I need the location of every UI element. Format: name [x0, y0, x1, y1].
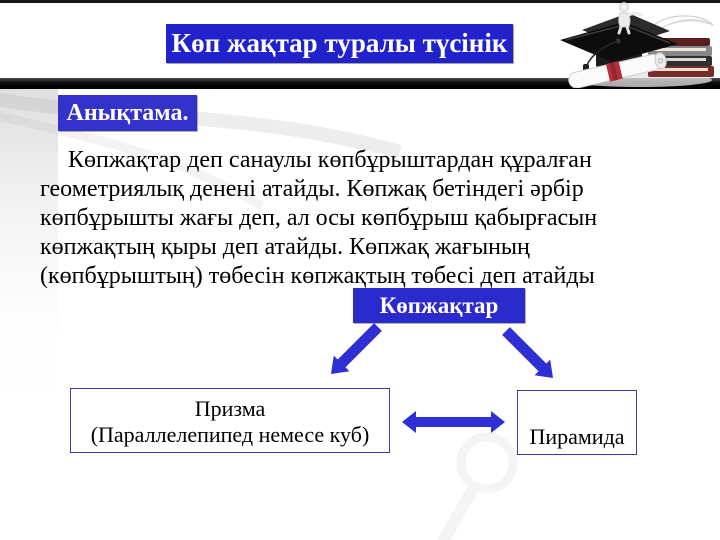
- title-box: Көп жақтар туралы түсінік: [166, 24, 513, 63]
- graduation-clipart: [560, 2, 714, 88]
- definition-label: Анықтама.: [66, 99, 189, 126]
- paragraph-line: көпжақтың қыры деп атайды. Көпжақ жағыны…: [40, 234, 530, 260]
- top-border-strip: [0, 0, 720, 3]
- diagram-root-box: Көпжақтар: [353, 288, 525, 323]
- scroll-icon: [568, 52, 667, 88]
- definition-paragraph: Көпжақтар деп санаулы көпбұрыштардан құр…: [40, 146, 680, 291]
- left-gradient-bar: [0, 89, 58, 409]
- paragraph-line: Көпжақтар деп санаулы көпбұрыштардан құр…: [68, 147, 592, 173]
- node-prism-label-line2: (Параллелепипед немесе куб): [90, 421, 370, 447]
- paragraph-line: геометриялық денені атайды. Көпжақ бетін…: [40, 176, 584, 202]
- page-title: Көп жақтар туралы түсінік: [171, 28, 508, 58]
- diagram-root-label: Көпжақтар: [379, 292, 499, 318]
- figure-icon: [617, 2, 643, 35]
- node-pyramid: Пирамида: [517, 390, 637, 455]
- watermark-stroke: [436, 487, 478, 540]
- paragraph-line: көпбұрышты жағы деп, ал осы көпбұрыш қаб…: [40, 205, 598, 231]
- watermark-circle: [456, 432, 518, 494]
- definition-label-box: Анықтама.: [58, 95, 197, 131]
- header-divider-band: [0, 78, 720, 89]
- node-pyramid-label: Пирамида: [529, 424, 625, 449]
- node-prism-label-line1: Призма: [194, 395, 266, 421]
- node-prism: Призма (Параллелепипед немесе куб): [70, 388, 390, 453]
- paragraph-line: (көпбұрыштың) төбесін көпжақтың төбесі д…: [40, 263, 595, 289]
- swirl-stroke: [0, 111, 265, 210]
